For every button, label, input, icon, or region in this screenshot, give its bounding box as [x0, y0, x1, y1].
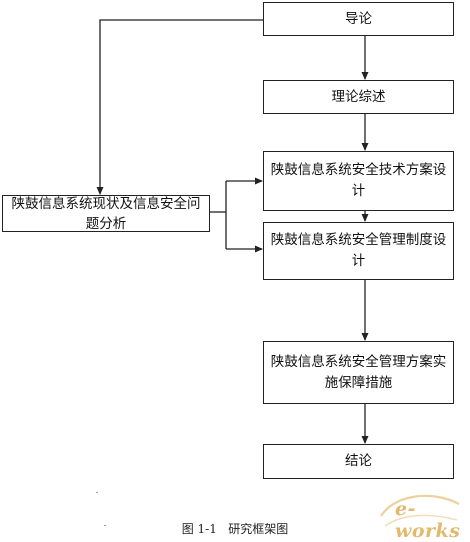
box-tech-design: 陕鼓信息系统安全技术方案设计 — [263, 151, 454, 211]
arrow-intro-to-status — [96, 19, 263, 195]
watermark-logo: e-works — [375, 486, 465, 542]
scan-speck — [96, 492, 98, 493]
box-mgmt-measures-label: 陕鼓信息系统安全管理方案实施保障措施 — [270, 353, 447, 391]
scan-speck — [104, 525, 106, 526]
box-mgmt-system-label: 陕鼓信息系统安全管理制度设计 — [270, 232, 447, 269]
box-mgmt-measures: 陕鼓信息系统安全管理方案实施保障措施 — [263, 341, 454, 404]
box-intro: 导论 — [263, 2, 454, 36]
box-theory-review: 理论综述 — [263, 80, 454, 114]
box-mgmt-system: 陕鼓信息系统安全管理制度设计 — [263, 222, 454, 280]
figure-caption: 图 1-1 研究框架图 — [181, 522, 289, 536]
box-tech-design-label: 陕鼓信息系统安全技术方案设计 — [270, 162, 447, 199]
box-conclusion: 结论 — [263, 444, 454, 479]
box-intro-label: 导论 — [345, 10, 372, 27]
watermark-text: e-works — [395, 498, 461, 542]
watermark-swoosh-icon — [380, 494, 460, 527]
box-status-analysis: 陕鼓信息系统现状及信息安全问题分析 — [2, 195, 210, 232]
box-theory-review-label: 理论综述 — [331, 88, 386, 105]
box-conclusion-label: 结论 — [345, 453, 372, 469]
box-status-analysis-label: 陕鼓信息系统现状及信息安全问题分析 — [11, 195, 201, 232]
